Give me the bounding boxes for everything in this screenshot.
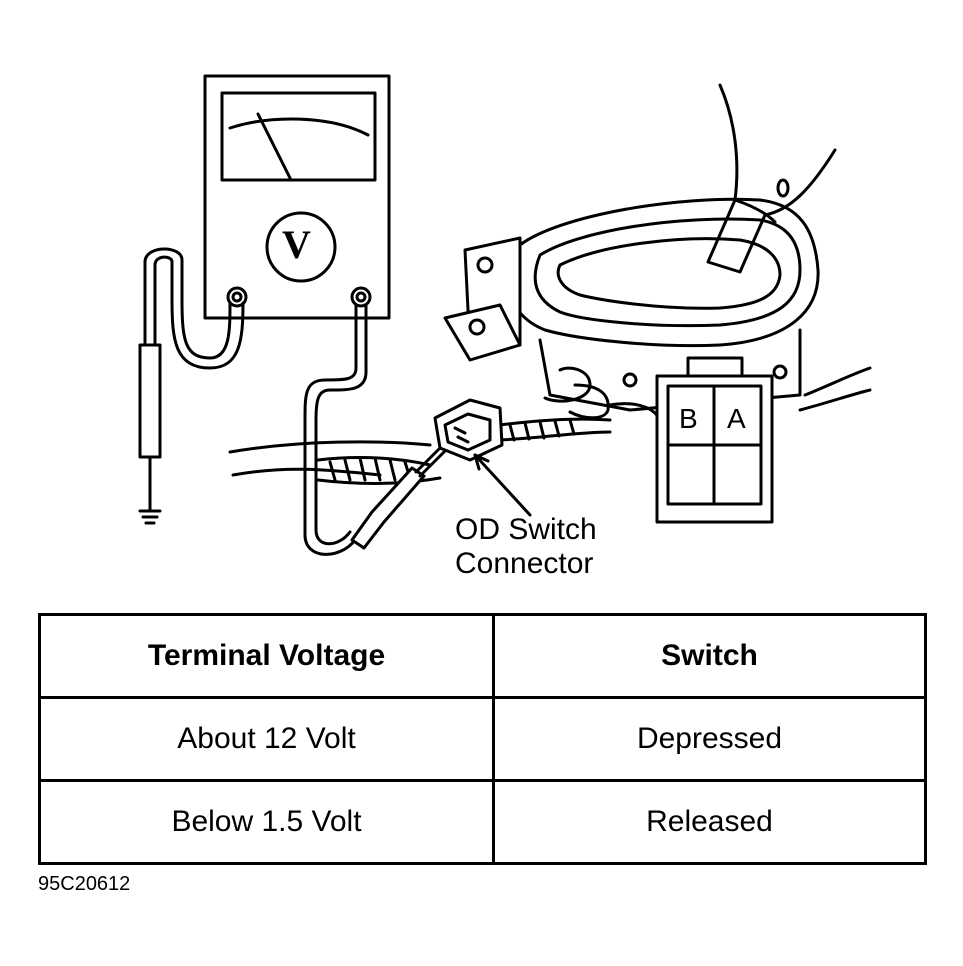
od-switch-connector bbox=[433, 398, 532, 517]
shifter-assembly bbox=[443, 83, 837, 420]
cell-switch: Released bbox=[492, 779, 927, 865]
table-row: About 12 Volt Depressed bbox=[38, 696, 927, 782]
voltmeter-symbol: V bbox=[282, 222, 311, 267]
table-row: Below 1.5 Volt Released bbox=[38, 779, 927, 865]
voltmeter bbox=[203, 74, 391, 320]
connector-pin-b-label: B bbox=[679, 403, 698, 434]
connector-face bbox=[655, 356, 774, 524]
figure-code: 95C20612 bbox=[38, 873, 131, 895]
cell-voltage: About 12 Volt bbox=[38, 696, 495, 782]
cell-switch: Depressed bbox=[492, 696, 927, 782]
connector-label-line2: Connector bbox=[455, 547, 594, 580]
table-header-row: Terminal Voltage Switch bbox=[38, 613, 927, 699]
voltage-spec-table: Terminal Voltage Switch About 12 Volt De… bbox=[38, 613, 927, 865]
voltmeter-test-diagram bbox=[138, 74, 872, 556]
positive-probe bbox=[303, 303, 454, 556]
wiring-harness bbox=[228, 366, 872, 486]
connector-label-line1: OD Switch bbox=[455, 513, 597, 546]
cell-voltage: Below 1.5 Volt bbox=[38, 779, 495, 865]
connector-pin-a-label: A bbox=[727, 403, 746, 434]
header-terminal-voltage: Terminal Voltage bbox=[38, 613, 495, 699]
header-switch: Switch bbox=[492, 613, 927, 699]
ground-probe bbox=[138, 247, 245, 525]
